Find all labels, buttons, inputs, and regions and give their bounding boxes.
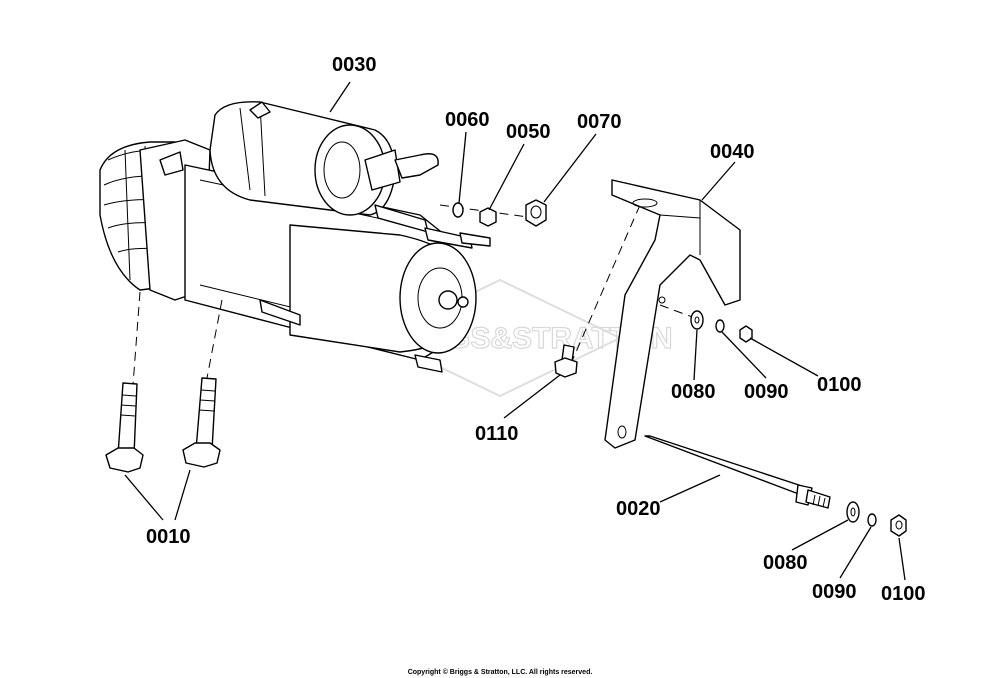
nut-0100-b[interactable] [890, 514, 907, 537]
callout-0080-upper: 0080 [671, 381, 716, 403]
callout-0080-lower: 0080 [763, 552, 808, 574]
callout-0110: 0110 [475, 423, 518, 445]
stud-0020[interactable] [644, 435, 831, 509]
callout-0050: 0050 [506, 121, 551, 143]
callout-0020: 0020 [616, 498, 661, 520]
bracket-0040[interactable] [604, 179, 741, 449]
nut-0100-a[interactable] [739, 325, 753, 343]
callout-0030: 0030 [332, 54, 377, 76]
washer-0080-a[interactable] [690, 310, 704, 330]
bolt-0010-left[interactable] [105, 382, 144, 473]
bolt-0010-right[interactable] [182, 377, 221, 468]
washer-0080-b[interactable] [846, 501, 860, 523]
copyright-notice: Copyright © Briggs & Stratton, LLC. All … [408, 668, 593, 676]
leader-lines [124, 81, 906, 581]
callout-0100-upper: 0100 [817, 374, 862, 396]
lockwasher-0090-a[interactable] [715, 319, 725, 333]
alignment-lines [132, 204, 696, 386]
callout-0040: 0040 [710, 141, 755, 163]
nut-0070[interactable] [525, 199, 547, 227]
callout-0010: 0010 [146, 526, 191, 548]
callout-0090-lower: 0090 [812, 581, 857, 603]
callout-0070: 0070 [577, 111, 622, 133]
lockwasher-0050[interactable] [479, 207, 497, 227]
starter-motor[interactable] [99, 101, 491, 373]
lockwasher-0090-b[interactable] [867, 513, 877, 527]
callout-0090-upper: 0090 [744, 381, 789, 403]
callout-0100-lower: 0100 [881, 583, 926, 605]
bolt-0110[interactable] [554, 344, 578, 378]
callout-0060: 0060 [445, 109, 490, 131]
washer-0060[interactable] [452, 202, 464, 218]
